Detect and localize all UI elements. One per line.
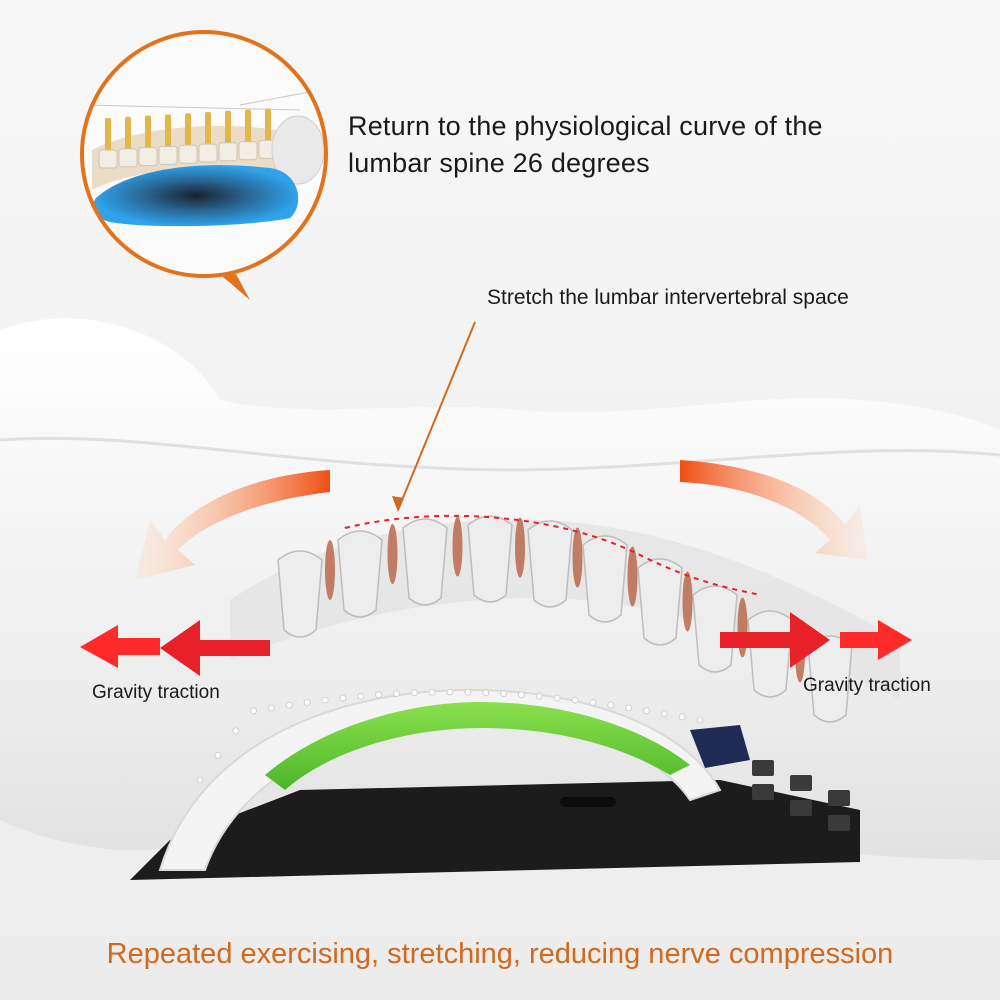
zoom-vertebra (205, 112, 211, 152)
massage-point (464, 688, 472, 696)
traction-arrow-icon (720, 612, 830, 668)
stretcher-arch-green (265, 702, 690, 790)
adjustment-notches (752, 760, 850, 831)
massage-point (303, 699, 311, 707)
traction-arrow-icon (840, 620, 912, 660)
zoom-vertebra-body (238, 141, 258, 161)
footer-caption: Repeated exercising, stretching, reducin… (106, 938, 894, 970)
zoom-vertebra-body (98, 149, 118, 169)
massage-points (196, 688, 704, 784)
intervertebral-disc (325, 540, 335, 600)
back-stretcher (130, 688, 860, 880)
zoom-vertebra-body (198, 143, 218, 163)
massage-point (392, 690, 400, 698)
vertebra (527, 520, 573, 608)
curved-arrow-right-icon (680, 460, 868, 560)
massage-point (214, 751, 222, 759)
massage-point (357, 692, 365, 700)
massage-point (553, 694, 561, 702)
intervertebral-disc (452, 516, 463, 577)
zoom-vertebra (105, 118, 111, 158)
zoom-vertebra-body (138, 147, 158, 167)
body-contour (0, 436, 1000, 472)
stretcher-base (130, 780, 860, 880)
zoom-vertebra-body (118, 148, 138, 168)
massage-point (285, 701, 293, 709)
stretcher-side-blue (690, 725, 750, 768)
massage-point (482, 689, 490, 697)
callout-label: Stretch the lumbar intervertebral space (487, 286, 849, 309)
traction-arrows-right (720, 612, 912, 668)
vertebra (277, 550, 323, 638)
zoom-vertebra-body (218, 142, 238, 162)
massage-point (696, 716, 704, 724)
traction-arrow-icon (80, 625, 160, 668)
massage-point (500, 690, 508, 698)
stretch-marker-line (344, 514, 761, 596)
massage-point (607, 701, 615, 709)
intervertebral-disc (627, 546, 638, 607)
zoom-vertebra (265, 108, 271, 149)
vertebra (582, 535, 628, 623)
curved-arrow-left-icon (135, 470, 330, 580)
intervertebral-disc (515, 517, 525, 578)
zoom-magnifier-icon (80, 30, 328, 300)
traction-arrow-icon (160, 620, 270, 676)
massage-point (571, 696, 579, 704)
base-slot (560, 797, 616, 807)
zoom-vertebra-body (178, 144, 198, 164)
headline-line-1: Return to the physiological curve of the (348, 111, 823, 141)
massage-point (446, 688, 454, 696)
massage-point (375, 691, 383, 699)
zoom-cushion (93, 165, 299, 227)
massage-point (625, 704, 633, 712)
massage-point (196, 776, 204, 784)
massage-point (250, 707, 258, 715)
massage-point (517, 691, 525, 699)
zoom-vertebra (185, 113, 191, 154)
zoom-spine (92, 108, 325, 190)
intervertebral-disc (737, 597, 748, 658)
vertebra (692, 585, 738, 673)
massage-point (321, 696, 329, 704)
intervertebral-disc (387, 524, 398, 584)
callout-pointer-head (392, 496, 404, 512)
massage-point (428, 688, 436, 696)
intervertebral-disc (682, 571, 693, 632)
massage-point (589, 699, 597, 707)
vertebra (747, 610, 793, 698)
headline-line-2: lumbar spine 26 degrees (348, 148, 650, 178)
zoom-vertebra (145, 115, 151, 156)
callout-pointer-line (397, 321, 476, 511)
massage-point (339, 694, 347, 702)
massage-point (678, 713, 686, 721)
vertebra (337, 530, 383, 618)
massage-point (267, 704, 275, 712)
headline: Return to the physiological curve of the… (348, 108, 948, 182)
massage-point (232, 727, 240, 735)
zoom-vertebra-body (158, 145, 178, 165)
vertebra (467, 515, 513, 603)
massage-point (410, 689, 418, 697)
vertebra (402, 518, 448, 606)
intervertebral-disc (572, 527, 583, 588)
massage-point (660, 710, 668, 718)
zoom-vertebra (165, 114, 171, 155)
traction-label-right: Gravity traction (803, 675, 931, 696)
zoom-vertebra (245, 109, 251, 150)
zoom-vertebra (125, 116, 131, 157)
massage-point (535, 692, 543, 700)
spine (230, 514, 900, 723)
traction-arrows-left (80, 620, 270, 676)
massage-point (642, 707, 650, 715)
zoom-vertebra (225, 110, 231, 151)
vertebrae (277, 515, 853, 723)
traction-label-left: Gravity traction (92, 682, 220, 703)
